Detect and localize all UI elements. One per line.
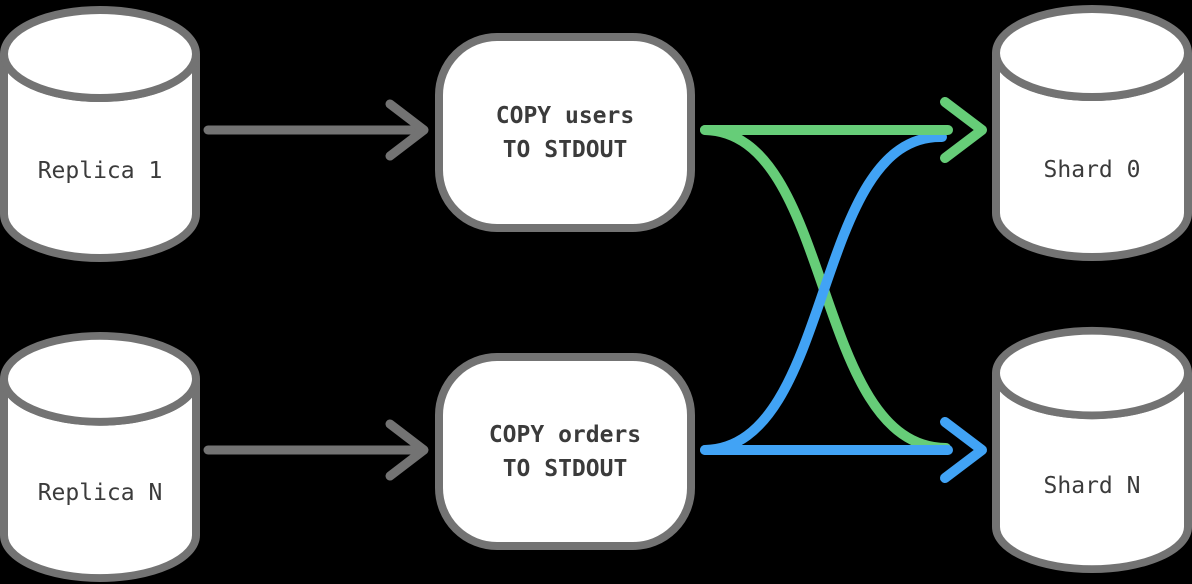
node-copy-orders: COPY orders TO STDOUT bbox=[435, 353, 695, 550]
edge-copy-orders-to-shard0-curve bbox=[700, 131, 947, 455]
copy-users-line2: TO STDOUT bbox=[502, 136, 628, 163]
database-icon bbox=[992, 326, 1192, 573]
copy-users-line1: COPY users bbox=[495, 102, 635, 129]
node-replica-1: Replica 1 bbox=[0, 4, 200, 262]
node-replica-n: Replica N bbox=[0, 330, 200, 582]
database-icon bbox=[0, 6, 200, 262]
edge-replica1-arrowhead-icon bbox=[385, 99, 429, 161]
edge-replicaN-arrowhead-icon bbox=[385, 419, 429, 481]
edge-shardN-arrowhead-icon bbox=[940, 417, 987, 483]
node-shard-n: Shard N bbox=[992, 325, 1192, 573]
database-icon bbox=[0, 331, 200, 582]
node-label-replica-1: Replica 1 bbox=[37, 157, 163, 184]
copy-orders-line2: TO STDOUT bbox=[502, 455, 628, 482]
node-label-shard-n: Shard N bbox=[1043, 472, 1141, 499]
edge-shard0-arrowhead-icon bbox=[940, 97, 987, 163]
node-label-replica-n: Replica N bbox=[37, 480, 163, 507]
copy-orders-line1: COPY orders bbox=[488, 421, 642, 448]
node-copy-users: COPY users TO STDOUT bbox=[435, 33, 695, 232]
database-icon bbox=[992, 5, 1192, 261]
node-shard-0: Shard 0 bbox=[992, 3, 1192, 261]
node-label-shard-0: Shard 0 bbox=[1043, 156, 1141, 183]
